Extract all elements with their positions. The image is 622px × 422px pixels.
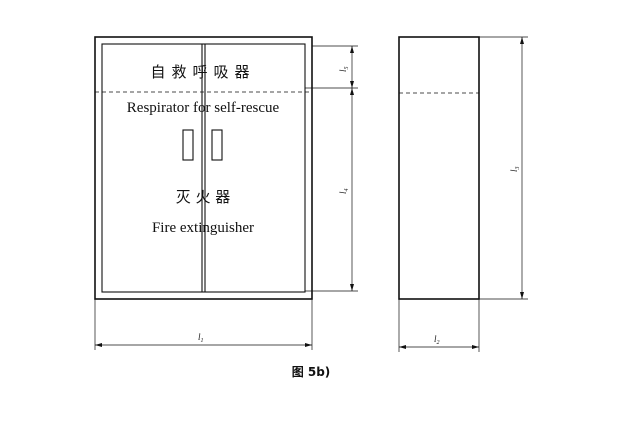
dimension-l1: l1: [94, 299, 313, 350]
arrow-l2-left: [399, 345, 406, 349]
front-outer-frame: [94, 36, 313, 300]
arrow-l2-right: [472, 345, 479, 349]
figure-caption: 图 5b): [292, 365, 331, 379]
arrow-l4-bottom: [350, 284, 354, 291]
label-l4: l4: [338, 188, 350, 194]
label-l5: l5: [338, 66, 350, 72]
label-l2: l2: [434, 334, 440, 346]
arrow-l1-left: [95, 343, 102, 347]
dimension-l4-l5: l5 l4: [305, 45, 358, 292]
label-l3: l3: [509, 166, 521, 172]
respirator-title-cn: 自救呼吸器: [150, 63, 255, 81]
extinguisher-title-cn: 灭 火 器: [176, 188, 231, 206]
front-view: 自救呼吸器 Respirator for self-rescue 灭 火 器 F…: [94, 36, 313, 300]
extinguisher-title-en: Fire extinguisher: [152, 220, 254, 236]
respirator-title-en: Respirator for self-rescue: [127, 100, 280, 116]
arrow-l5-bottom: [350, 81, 354, 88]
left-handle: [182, 129, 194, 161]
dimension-l2: l2: [398, 299, 480, 352]
dimension-l3: l3: [479, 36, 528, 300]
side-outer-frame: [398, 36, 480, 300]
label-l1: l1: [198, 332, 204, 344]
arrow-l3-bottom: [520, 292, 524, 299]
arrow-l3-top: [520, 37, 524, 44]
front-inner-panel: [101, 43, 306, 293]
arrow-l4-top: [350, 88, 354, 95]
arrow-l1-right: [305, 343, 312, 347]
right-handle: [211, 129, 223, 161]
side-view: [398, 36, 480, 300]
arrow-l5-top: [350, 46, 354, 53]
